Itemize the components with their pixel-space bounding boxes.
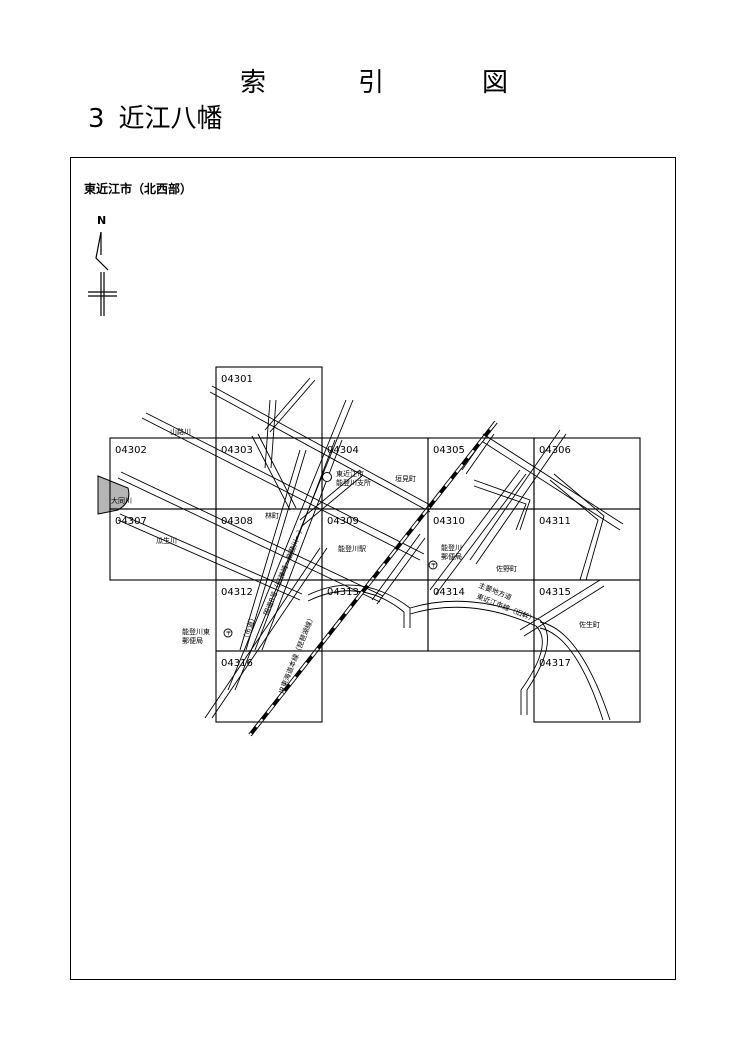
heading-char-3: 図 (482, 68, 509, 98)
label-notogawa-station: 能登川駅 (338, 544, 366, 553)
tile-04317[interactable] (533, 650, 641, 723)
tile-label-04302: 04302 (115, 445, 147, 456)
place-labels: 山路川 大同川 瓜生川 東近江市 能登川支所 垣見町 林町 能登川駅 〒 能登川… (111, 427, 600, 696)
label-sano-cho: 佐野町 (496, 564, 517, 573)
tile-label-04315: 04315 (539, 587, 571, 598)
tile-label-04303: 04303 (221, 445, 253, 456)
label-route-small: （市道） (240, 613, 257, 642)
tile-label-04317: 04317 (539, 658, 571, 669)
tile-label-04304: 04304 (327, 445, 359, 456)
label-national-route: 国道8号（旧神崎〜能登川〜） (262, 525, 306, 617)
government-office-icon (322, 472, 332, 482)
post-office-icon (428, 560, 438, 570)
section-number: 3 (88, 104, 105, 134)
label-notogawa-post-1: 能登川 (441, 543, 462, 552)
tile-grid: 04301 04302 04303 04304 04305 04306 04307 04308… (109, 366, 641, 723)
tile-label-04305: 04305 (433, 445, 465, 456)
label-jr-line: JR東海道本線（琵琶湖線） (276, 614, 316, 696)
label-notogawa-post-2: 郵便局 (441, 552, 462, 561)
post-office-mark: 〒 (431, 563, 437, 570)
section-name: 近江八幡 (118, 104, 223, 134)
tile-label-04310: 04310 (433, 516, 465, 527)
railway-line (248, 420, 498, 737)
heading-char-2: 引 (358, 68, 385, 98)
label-notogawa-east-post-2: 郵便局 (182, 636, 203, 645)
label-branch-office-1: 東近江市 (336, 469, 364, 478)
heading-char-1: 索 (240, 68, 267, 98)
tile-label-04308: 04308 (221, 516, 253, 527)
road-network (117, 377, 624, 721)
tile-label-04311: 04311 (539, 516, 571, 527)
tile-label-04314: 04314 (433, 587, 465, 598)
label-ooka-river: 大同川 (111, 496, 132, 505)
tile-label-04301: 04301 (221, 374, 253, 385)
label-uryu-river: 瓜生川 (156, 536, 177, 545)
tile-label-04309: 04309 (327, 516, 359, 527)
label-kakimi-cho: 垣見町 (395, 474, 416, 483)
north-arrow-icon: N (88, 214, 117, 316)
tile-label-04313: 04313 (327, 587, 359, 598)
label-branch-office-2: 能登川支所 (336, 478, 371, 487)
compass-north-label: N (97, 214, 106, 227)
lake-shore-area (97, 475, 130, 515)
post-office-icon-east (223, 628, 233, 638)
label-hayashi-cho: 林町 (265, 511, 279, 520)
section-title: 3 近江八幡 (88, 98, 223, 135)
tile-label-04307: 04307 (115, 516, 147, 527)
tile-04316[interactable] (215, 650, 323, 723)
label-sau-cho: 佐生町 (579, 620, 600, 629)
tile-label-04312: 04312 (221, 587, 253, 598)
map-frame (70, 157, 676, 980)
label-yamaji-river: 山路川 (170, 427, 191, 436)
label-notogawa-east-post-1: 能登川東 (182, 627, 210, 636)
tile-label-04316: 04316 (221, 658, 253, 669)
area-label: 東近江市（北西部） (84, 182, 193, 196)
post-office-mark-east: 〒 (226, 631, 232, 638)
tile-label-04306: 04306 (539, 445, 571, 456)
